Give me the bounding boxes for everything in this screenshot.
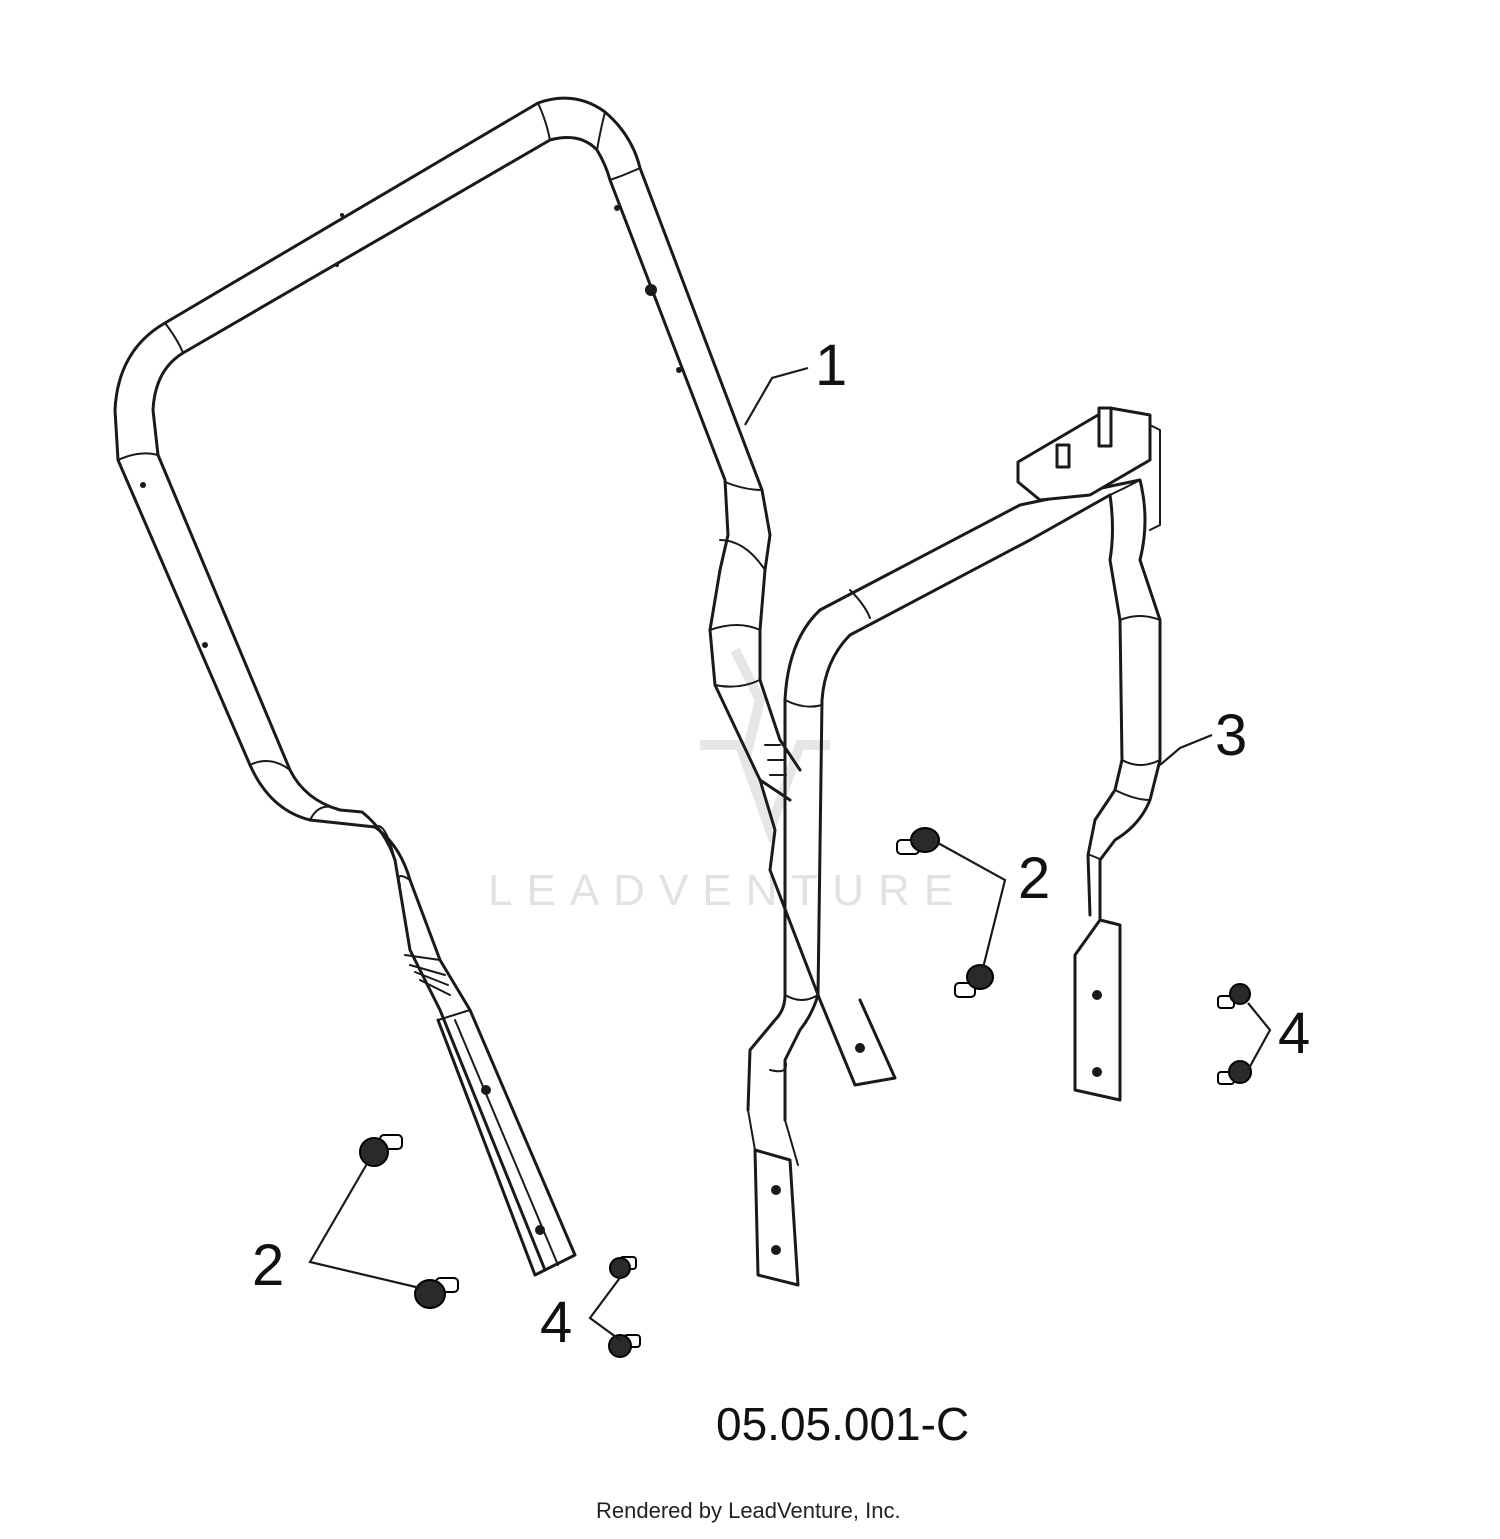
- callout-2-left: 2: [252, 1233, 284, 1298]
- part-1-roll-bar: [113, 96, 897, 1277]
- callout-4-right: 4: [1278, 1001, 1310, 1066]
- watermark-text: LEADVENTURE: [488, 866, 967, 915]
- bolt-icon: [414, 1277, 459, 1309]
- watermark-logo-icon: [700, 647, 830, 846]
- figure-code: 05.05.001-C: [716, 1398, 969, 1450]
- hardware: [359, 827, 1252, 1358]
- bolt-icon: [896, 827, 940, 855]
- callout-4-left: 4: [540, 1290, 572, 1355]
- watermark: LEADVENTURE: [488, 647, 967, 915]
- callout-3: 3: [1215, 703, 1247, 768]
- screw-icon: [1217, 1060, 1252, 1085]
- bolt-icon: [954, 964, 994, 998]
- callouts: 1 3 2 2 4 4: [252, 333, 1310, 1355]
- leader-lines: [308, 366, 1272, 1341]
- callout-1: 1: [815, 333, 847, 398]
- render-credit: Rendered by LeadVenture, Inc.: [596, 1498, 901, 1523]
- screw-icon: [609, 1256, 637, 1279]
- part-3-frame: [746, 406, 1162, 1287]
- screw-icon: [1217, 983, 1251, 1009]
- callout-2-right: 2: [1018, 846, 1050, 911]
- screw-icon: [608, 1334, 641, 1358]
- bolt-icon: [359, 1134, 403, 1167]
